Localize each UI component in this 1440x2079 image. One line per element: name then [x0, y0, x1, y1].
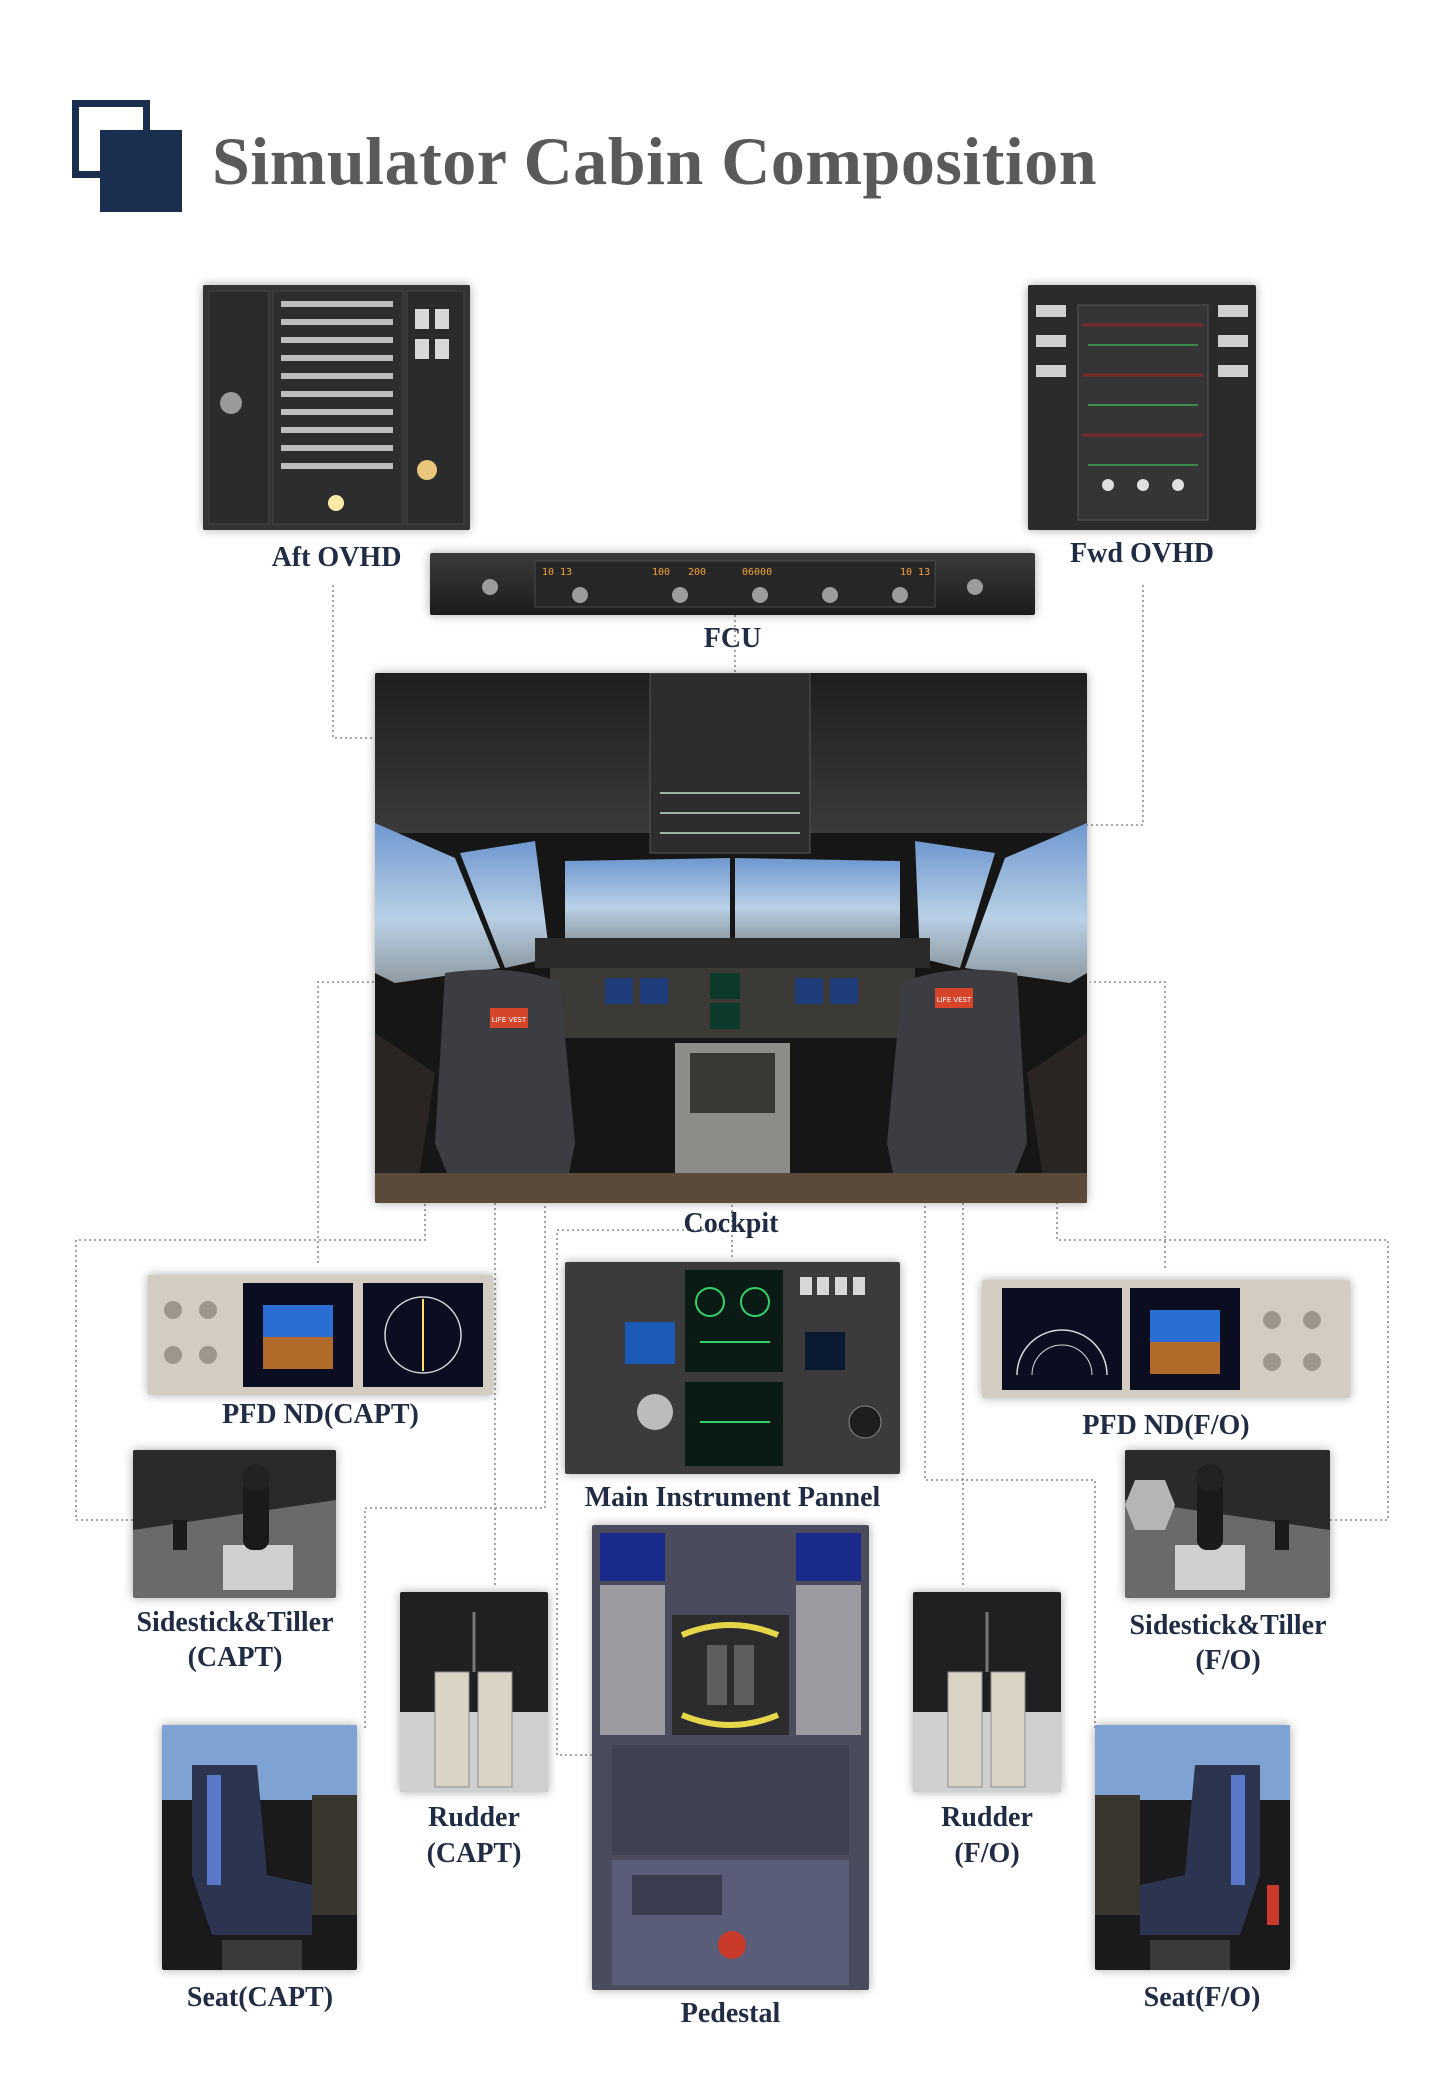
pfd-nd-fo-illustration — [982, 1280, 1350, 1398]
main-instrument-panel-illustration — [565, 1262, 900, 1474]
pedestal-label: Pedestal — [680, 1998, 781, 2029]
fwd-ovhd-label: Fwd OVHD — [1070, 538, 1214, 569]
rudder-fo-label-2: (F/O) — [954, 1838, 1020, 1869]
aft-ovhd-label: Aft OVHD — [271, 542, 402, 573]
sidestick-capt-illustration — [133, 1450, 336, 1598]
rudder-fo-label-1: Rudder — [941, 1802, 1033, 1833]
cockpit-label: Cockpit — [683, 1208, 779, 1239]
seat-fo-illustration — [1095, 1725, 1290, 1970]
pfd-nd-fo-label: PFD ND(F/O) — [1082, 1410, 1250, 1441]
page-title: Simulator Cabin Composition — [212, 123, 1098, 199]
fcu-readout-5: 10 13 — [900, 567, 930, 578]
sidestick-fo-photo — [1125, 1450, 1330, 1598]
fwd-ovhd-panel-illustration — [1028, 285, 1256, 530]
fcu-photo: 10 13 100 200 06000 10 13 — [430, 553, 1035, 615]
fcu-readout-1: 10 13 — [542, 567, 572, 578]
cockpit-photo: LIFE VEST LIFE VEST — [375, 673, 1087, 1203]
aft-ovhd-panel-illustration — [203, 285, 470, 530]
seat-fo-photo — [1095, 1725, 1290, 1970]
rudder-capt-label-2: (CAPT) — [426, 1838, 522, 1869]
fcu-readout-3: 200 — [688, 567, 706, 578]
sidestick-capt-label-2: (CAPT) — [187, 1642, 283, 1673]
fwd-ovhd-photo — [1028, 285, 1256, 530]
placard-left: LIFE VEST — [492, 1016, 527, 1024]
rudder-fo-photo — [913, 1592, 1061, 1792]
rudder-fo-illustration — [913, 1592, 1061, 1792]
pfd-nd-capt-illustration — [148, 1275, 493, 1395]
sidestick-capt-label-1: Sidestick&Tiller — [136, 1607, 334, 1638]
seat-capt-photo — [162, 1725, 357, 1970]
rudder-capt-illustration — [400, 1592, 548, 1792]
fcu-label: FCU — [703, 623, 762, 654]
sidestick-fo-label-2: (F/O) — [1195, 1645, 1261, 1676]
logo-filled-square — [100, 130, 182, 212]
pfd-nd-capt-photo — [148, 1275, 493, 1395]
placard-right: LIFE VEST — [937, 996, 972, 1004]
cockpit-illustration: LIFE VEST LIFE VEST — [375, 673, 1087, 1203]
fcu-readout-4: 06000 — [742, 567, 772, 578]
pfd-nd-capt-label: PFD ND(CAPT) — [222, 1399, 419, 1430]
sidestick-fo-label-1: Sidestick&Tiller — [1129, 1610, 1327, 1641]
pfd-nd-fo-photo — [982, 1280, 1350, 1398]
main-instrument-panel-label: Main Instrument Pannel — [584, 1482, 881, 1513]
rudder-capt-photo — [400, 1592, 548, 1792]
fcu-readout-2: 100 — [652, 567, 670, 578]
sidestick-fo-illustration — [1125, 1450, 1330, 1598]
rudder-capt-label-1: Rudder — [428, 1802, 520, 1833]
fcu-panel-illustration: 10 13 100 200 06000 10 13 — [430, 553, 1035, 615]
sidestick-capt-photo — [133, 1450, 336, 1598]
pedestal-photo — [592, 1525, 869, 1990]
seat-capt-label: Seat(CAPT) — [186, 1982, 334, 2013]
pedestal-illustration — [592, 1525, 869, 1990]
aft-ovhd-photo — [203, 285, 470, 530]
seat-fo-label: Seat(F/O) — [1143, 1982, 1261, 2013]
main-instrument-panel-photo — [565, 1262, 900, 1474]
seat-capt-illustration — [162, 1725, 357, 1970]
